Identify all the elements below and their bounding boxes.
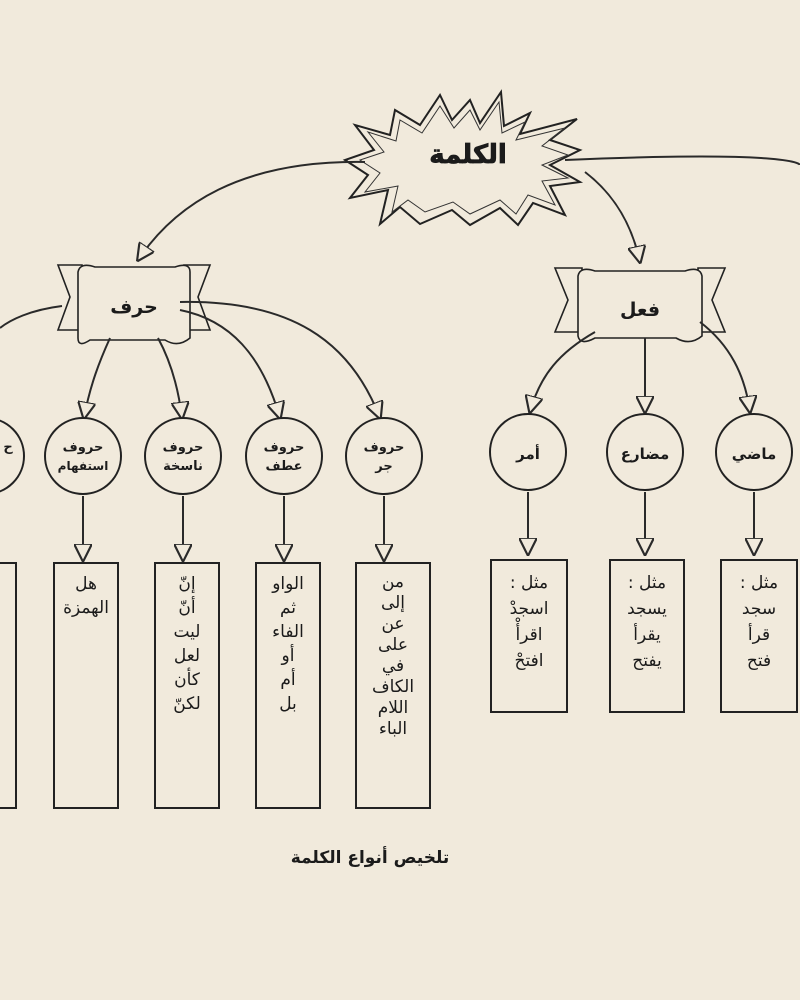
circle-fil-mudari: مضارع bbox=[606, 413, 684, 491]
arrow-harf-to-istifham bbox=[84, 337, 111, 418]
root-node: الكلمة bbox=[342, 89, 584, 227]
example-item: الواو bbox=[272, 574, 304, 594]
example-item: فتح bbox=[746, 651, 772, 671]
harf-type-label: استفهام bbox=[58, 459, 109, 474]
circle-fil-amr: أمر bbox=[489, 413, 567, 491]
example-item: من bbox=[381, 572, 405, 592]
box-fil-amr bbox=[490, 559, 568, 713]
example-item: افتحْ bbox=[514, 651, 544, 671]
arrow-root-to-fil-curve bbox=[584, 171, 640, 262]
example-item: هل bbox=[75, 574, 97, 594]
root-burst-inner bbox=[358, 100, 570, 215]
harf-type-label: ح bbox=[3, 440, 13, 455]
harf-banner: حرف bbox=[56, 264, 212, 345]
harf-type-label: حروف bbox=[163, 440, 204, 455]
harf-type-label: جر bbox=[374, 459, 392, 474]
root-title: الكلمة bbox=[429, 140, 507, 170]
fil-type-label: مضارع bbox=[621, 445, 670, 463]
circle-harf-nasikha: حروف ناسخة bbox=[144, 417, 222, 495]
arrow-root-to-fil bbox=[564, 155, 800, 166]
circle-fil-madi: ماضي bbox=[715, 413, 793, 491]
example-item: اللام bbox=[377, 698, 409, 718]
box-fil-madi bbox=[720, 559, 798, 713]
arrow-harf-to-atf bbox=[179, 309, 280, 418]
box-fil-mudari bbox=[609, 559, 685, 713]
diagram-caption: تلخيص أنواع الكلمة bbox=[290, 848, 450, 868]
example-item: أو bbox=[281, 646, 295, 666]
examples-fil-mudari: مثل : يسجد يقرأ يفتح bbox=[610, 570, 684, 674]
fil-type-label: أمر bbox=[515, 444, 540, 463]
examples-harf-jar: من إلى عن على في الكاف اللام الباء bbox=[356, 572, 430, 740]
harf-type-label: عطف bbox=[265, 459, 302, 474]
example-item: يفتح bbox=[632, 651, 662, 671]
example-item: إلى bbox=[380, 593, 406, 613]
box-harf-partial bbox=[0, 562, 17, 809]
harf-type-label: حروف bbox=[63, 440, 104, 455]
fil-banner: فعل bbox=[553, 267, 727, 343]
circle-harf-atf: حروف عطف bbox=[245, 417, 323, 495]
example-item: في bbox=[381, 656, 405, 676]
example-item: بل bbox=[279, 694, 297, 714]
examples-fil-amr: مثل : اسجدْ اقرأْ افتحْ bbox=[491, 570, 567, 674]
arrow-harf-to-jar bbox=[179, 300, 380, 418]
circle-harf-jar: حروف جر bbox=[345, 417, 423, 495]
examples-harf-istifham: هل الهمزة bbox=[54, 572, 118, 620]
example-item: أم bbox=[280, 670, 296, 690]
circle-harf-partial: ح bbox=[0, 419, 25, 493]
example-item: الفاء bbox=[272, 622, 304, 642]
example-item: كأن bbox=[174, 670, 200, 690]
example-item: يسجد bbox=[627, 599, 667, 619]
example-item: مثل : bbox=[739, 573, 779, 593]
example-item: لعل bbox=[173, 646, 201, 666]
box-harf-atf bbox=[255, 562, 321, 809]
arrow-fil-to-madi bbox=[699, 321, 750, 412]
arrow-root-to-harf bbox=[138, 160, 366, 260]
arrow-harf-to-nasikha bbox=[157, 337, 182, 418]
examples-harf-atf: الواو ثم الفاء أو أم بل bbox=[256, 572, 320, 716]
harf-type-label: حروف bbox=[264, 440, 305, 455]
example-item: على bbox=[378, 635, 408, 655]
example-item: سجد bbox=[741, 599, 777, 619]
example-item: عن bbox=[381, 614, 405, 634]
example-item: قرأ bbox=[747, 625, 771, 645]
example-item: الهمزة bbox=[63, 598, 109, 618]
box-harf-nasikha bbox=[154, 562, 220, 809]
example-item: لكنّ bbox=[173, 694, 201, 714]
example-item: يقرأ bbox=[633, 625, 661, 645]
circle-harf-istifham: حروف استفهام bbox=[44, 417, 122, 495]
arrow-fil-to-amr bbox=[530, 331, 596, 412]
fil-type-label: ماضي bbox=[732, 445, 777, 463]
example-item: ليت bbox=[173, 622, 201, 642]
example-item: ثم bbox=[279, 598, 297, 618]
harf-label: حرف bbox=[110, 296, 158, 318]
box-harf-istifham bbox=[53, 562, 119, 809]
example-item: إنّ bbox=[178, 574, 196, 594]
example-item: مثل : bbox=[509, 573, 549, 593]
example-item: الباء bbox=[378, 719, 408, 739]
example-item: الكاف bbox=[371, 677, 415, 697]
root-burst-shape bbox=[342, 89, 584, 227]
harf-type-label: ناسخة bbox=[163, 459, 203, 474]
example-item: مثل : bbox=[627, 573, 667, 593]
example-item: اسجدْ bbox=[509, 599, 549, 619]
example-item: اقرأْ bbox=[515, 625, 543, 645]
fil-label: فعل bbox=[620, 299, 660, 321]
box-harf-jar bbox=[355, 562, 431, 809]
examples-fil-madi: مثل : سجد قرأ فتح bbox=[721, 570, 797, 674]
examples-harf-nasikha: إنّ أنّ ليت لعل كأن لكنّ bbox=[155, 572, 219, 716]
arrow-harf-to-left bbox=[0, 305, 63, 329]
harf-type-label: حروف bbox=[364, 440, 405, 455]
example-item: أنّ bbox=[178, 598, 196, 618]
